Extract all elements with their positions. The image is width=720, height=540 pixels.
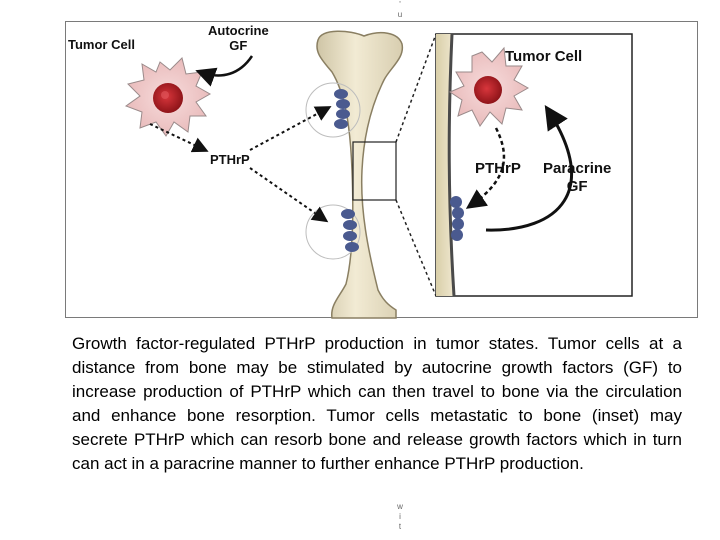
stray-text-bottom: w i t [396, 502, 404, 532]
inset-guide-bottom [395, 199, 437, 297]
inset-marker-box [352, 141, 397, 201]
tumor-cell-right [448, 46, 530, 127]
pthrp-arrow-lower-bone [249, 167, 329, 223]
pthrp-arrow-inset [465, 127, 506, 209]
inset-guide-top [395, 33, 437, 143]
pthrp-arrow-cell-to-label [149, 123, 209, 153]
label-tumor-cell-right: Tumor Cell [505, 48, 583, 65]
tumor-cell-left [124, 57, 212, 137]
label-autocrine-line2: GF [229, 38, 248, 53]
stray-text-top: ' u [396, 0, 404, 20]
stray-char: i [399, 512, 401, 521]
stray-char: ' [399, 0, 401, 9]
stray-char: w [397, 502, 403, 511]
label-paracrine-gf: Paracrine GF [543, 160, 611, 196]
label-pthrp-right: PTHrP [475, 160, 521, 177]
label-autocrine-line1: Autocrine [208, 23, 269, 38]
resorption-site-lower [305, 204, 361, 260]
paracrine-arrow-inset [485, 104, 574, 232]
stray-char: u [397, 10, 403, 19]
label-autocrine-gf: Autocrine GF [208, 23, 269, 53]
figure-caption: Growth factor-regulated PTHrP production… [72, 332, 682, 476]
caption-text: Growth factor-regulated PTHrP production… [72, 334, 682, 473]
label-pthrp-left: PTHrP [210, 152, 250, 167]
bone-illustration [316, 30, 404, 319]
resorption-site-upper [305, 82, 361, 138]
label-paracrine-line1: Paracrine [543, 160, 612, 177]
label-tumor-cell-left: Tumor Cell [68, 37, 135, 52]
pthrp-arrow-upper-bone [249, 106, 332, 151]
label-paracrine-line2: GF [566, 178, 588, 195]
stray-char: t [398, 522, 402, 531]
autocrine-arrow [195, 55, 254, 87]
